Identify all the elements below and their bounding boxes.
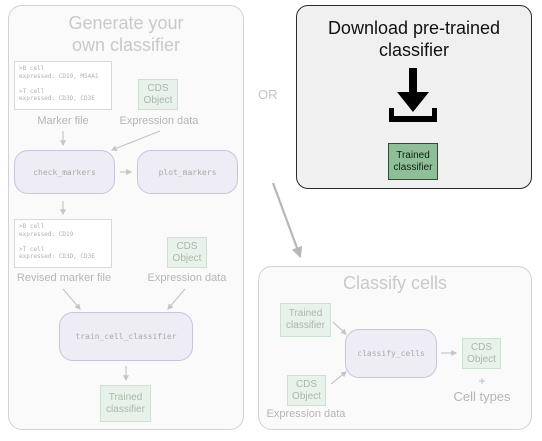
expression-data-caption: Expression data bbox=[147, 272, 227, 284]
generate-panel-title: Generate your own classifier bbox=[8, 12, 244, 56]
arrow-revised-to-train bbox=[62, 288, 81, 310]
cds-object-label-line2: Object bbox=[172, 252, 202, 264]
output-plus: + bbox=[478, 374, 486, 388]
expression-data-caption: Expression data bbox=[266, 408, 346, 420]
cds-object-label-line1: CDS bbox=[295, 378, 318, 390]
download-title-line2: classifier bbox=[378, 40, 449, 60]
cds-object-label-line2: Object bbox=[467, 353, 496, 365]
plot-markers-function: plot_markers bbox=[137, 150, 238, 194]
cds-object-box: CDS Object bbox=[138, 79, 178, 110]
cds-object-label-line1: CDS bbox=[176, 240, 198, 252]
trained-classifier-line2: classifier bbox=[106, 403, 145, 415]
arrow-cds-to-classify bbox=[330, 371, 347, 385]
revised-marker-file-caption: Revised marker file bbox=[16, 272, 112, 284]
revised-marker-file-box: >B cell expressed: CD19 >T cell expresse… bbox=[14, 219, 112, 268]
cds-object-box: CDS Object bbox=[287, 375, 326, 406]
download-panel-title: Download pre-trained classifier bbox=[296, 17, 532, 61]
marker-file-box: >B cell expressed: CD19, MS4A1 >T cell e… bbox=[14, 61, 112, 110]
generate-title-line1: Generate your bbox=[68, 13, 184, 33]
cds-object-label-line2: Object bbox=[143, 94, 173, 106]
revised-marker-file-line: expressed: CD3D, CD3E bbox=[19, 253, 95, 260]
revised-marker-file-line: expressed: CD19 bbox=[19, 230, 74, 238]
download-icon bbox=[389, 68, 437, 122]
marker-file-line: expressed: CD3D, CD3E bbox=[19, 95, 95, 102]
trained-classifier-box: Trained classifier bbox=[280, 303, 331, 337]
train-cell-classifier-function: train_cell_classifier bbox=[59, 312, 193, 361]
marker-file-line: >T cell bbox=[19, 87, 45, 95]
trained-classifier-line1: Trained bbox=[396, 149, 430, 161]
arrow-cds-to-check bbox=[110, 130, 161, 152]
generate-title-line2: own classifier bbox=[71, 35, 181, 55]
cds-object-box: CDS Object bbox=[462, 338, 501, 369]
classify-panel-title: Classify cells bbox=[342, 273, 448, 293]
classify-cells-function: classify_cells bbox=[345, 329, 437, 378]
cds-object-label-line1: CDS bbox=[147, 82, 169, 94]
trained-classifier-box: Trained classifier bbox=[388, 143, 438, 180]
trained-classifier-box: Trained classifier bbox=[100, 385, 151, 422]
cds-object-label-line2: Object bbox=[292, 390, 321, 402]
cell-types-label: Cell types bbox=[453, 389, 511, 404]
download-title-line1: Download pre-trained bbox=[327, 18, 501, 38]
marker-file-line: >B cell bbox=[19, 65, 45, 72]
check-markers-function: check_markers bbox=[14, 150, 115, 194]
trained-classifier-line1: Trained bbox=[108, 391, 143, 403]
trained-classifier-line1: Trained bbox=[288, 308, 323, 319]
arrow-trained-to-classify bbox=[332, 321, 347, 335]
arrow-cds-to-train bbox=[167, 288, 186, 310]
arrow-to-classify-panel bbox=[271, 182, 303, 259]
trained-classifier-line2: classifier bbox=[393, 161, 433, 173]
marker-file-line: expressed: CD19, MS4A1 bbox=[19, 72, 99, 80]
marker-file-caption: Marker file bbox=[37, 115, 89, 127]
trained-classifier-line2: classifier bbox=[286, 320, 325, 331]
cds-object-label-line1: CDS bbox=[470, 341, 493, 353]
expression-data-caption: Expression data bbox=[119, 115, 199, 127]
cds-object-box: CDS Object bbox=[167, 237, 207, 268]
or-label: OR bbox=[258, 87, 278, 102]
revised-marker-file-line: >T cell bbox=[19, 245, 45, 253]
revised-marker-file-line: >B cell bbox=[19, 223, 45, 230]
